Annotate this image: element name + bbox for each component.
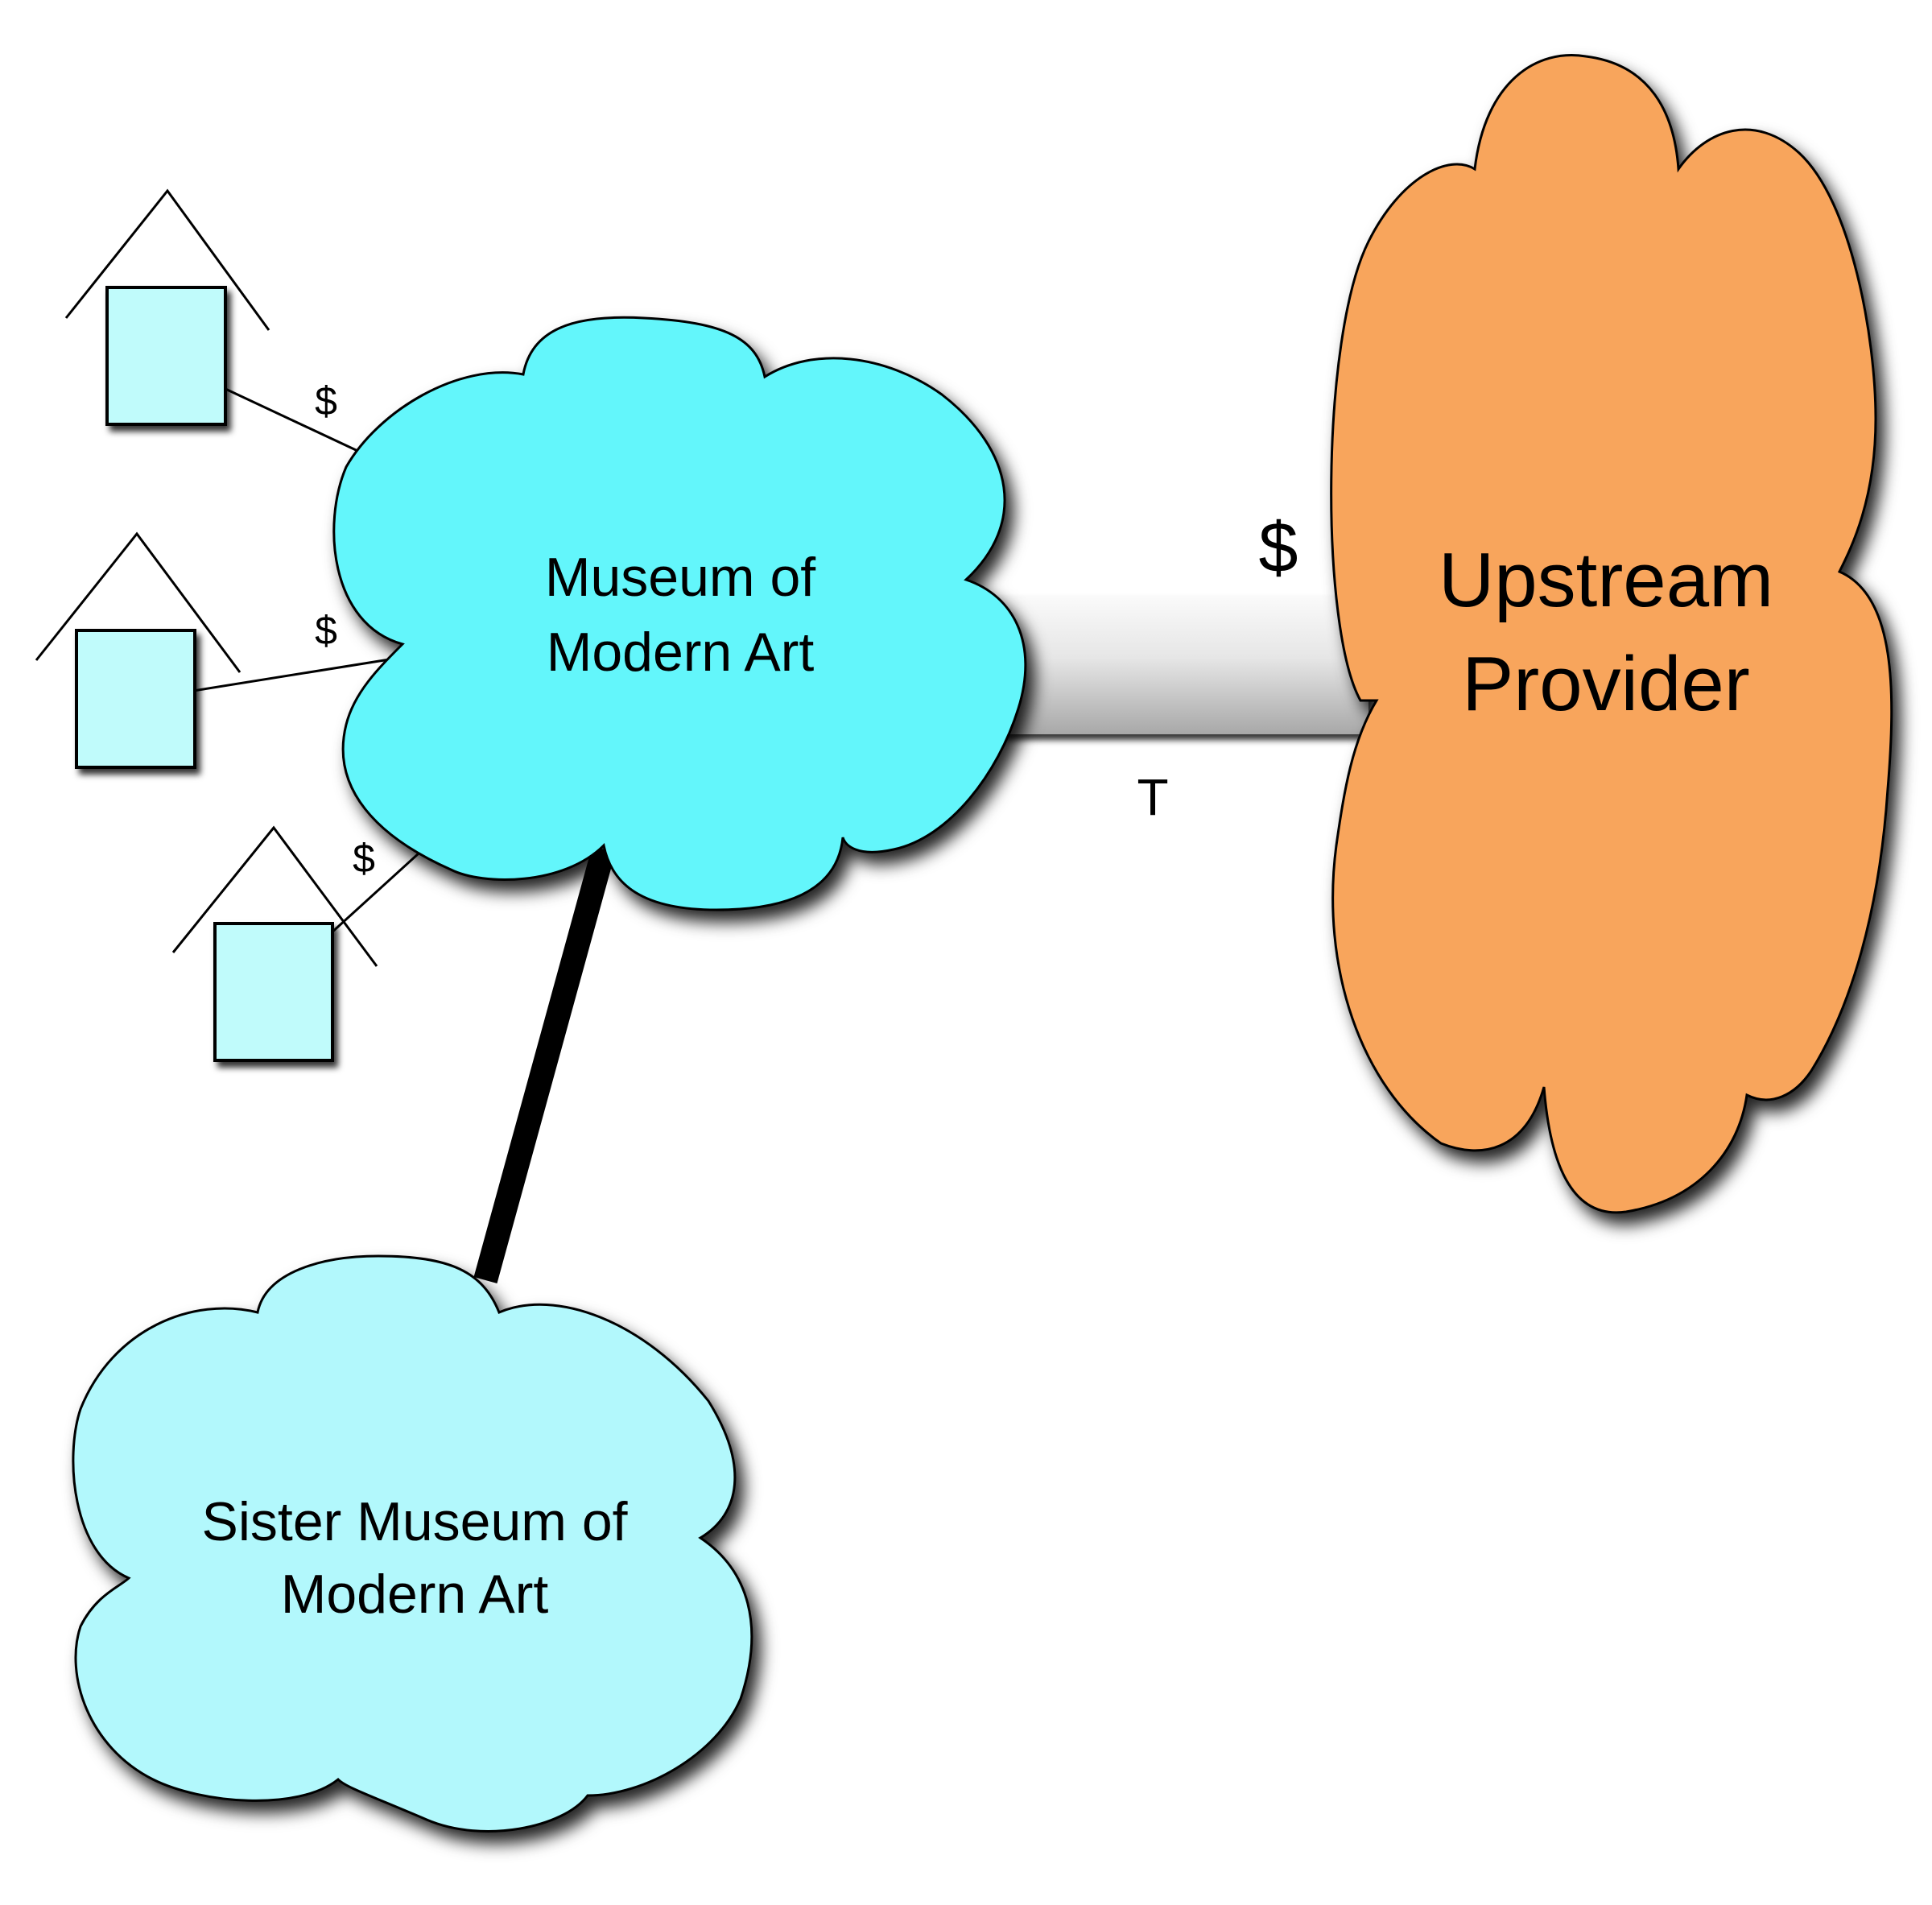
house-3-body	[213, 922, 334, 1062]
house-3-price-label: $	[353, 836, 375, 881]
moma-label-line2: Modern Art	[547, 622, 815, 683]
upstream-label-line1: Upstream	[1439, 537, 1773, 623]
house-2-body	[75, 629, 196, 769]
moma-cloud	[332, 316, 1027, 911]
house-3-roof	[171, 825, 378, 967]
house-1-roof	[64, 188, 270, 331]
house-1-price-label: $	[315, 378, 337, 424]
sister-museum-cloud	[72, 1254, 753, 1833]
house2-link	[192, 657, 395, 692]
house-2-price-label: $	[315, 608, 337, 653]
transit-pipe	[990, 596, 1368, 734]
upstream-price-label: $	[1259, 507, 1298, 587]
sister-label-line2: Modern Art	[281, 1564, 549, 1625]
house3-link	[328, 852, 420, 936]
transit-label: T	[1137, 768, 1168, 826]
house-1	[64, 188, 270, 426]
house-1-body	[105, 286, 227, 426]
moma-label-line1: Museum of	[545, 547, 815, 608]
sister-link	[473, 846, 616, 1283]
sister-label-line1: Sister Museum of	[201, 1491, 627, 1552]
house-3	[171, 825, 378, 1062]
house-2	[35, 531, 242, 769]
upstream-provider-cloud	[1330, 54, 1893, 1214]
upstream-label-line2: Provider	[1462, 641, 1749, 727]
house1-link	[225, 387, 367, 457]
house-2-roof	[35, 531, 242, 673]
